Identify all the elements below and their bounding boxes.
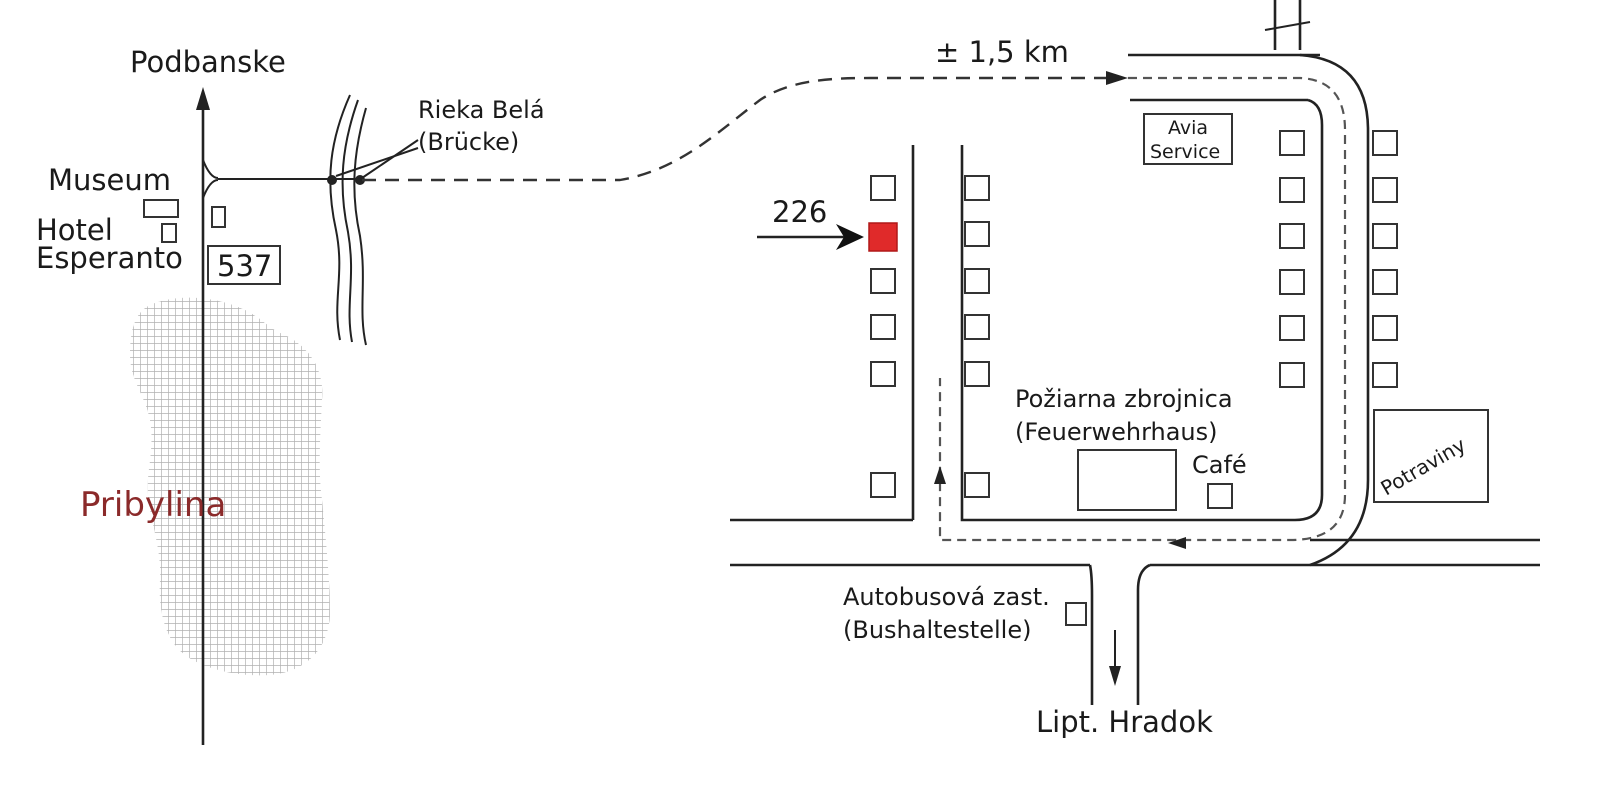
road-number: 537 — [217, 249, 272, 283]
grocery-building — [1373, 409, 1489, 503]
road-number-box — [207, 245, 281, 285]
avia-service-box — [1143, 113, 1233, 165]
route-arrow-icon — [934, 466, 946, 484]
label-hotel: Hotel — [36, 213, 113, 247]
house — [964, 175, 990, 201]
label-museum: Museum — [48, 163, 171, 197]
label-distance: ± 1,5 km — [935, 35, 1069, 69]
hotel-building — [161, 223, 177, 243]
house — [964, 268, 990, 294]
house — [1372, 223, 1398, 249]
label-cafe: Café — [1192, 451, 1247, 479]
house — [1372, 269, 1398, 295]
label-village: Pribylina — [80, 485, 226, 525]
house — [870, 268, 896, 294]
house — [870, 472, 896, 498]
route-arrow-icon — [1106, 71, 1128, 85]
label-avia-service: Service — [1150, 141, 1220, 163]
house — [870, 314, 896, 340]
label-fire-station: Požiarna zbrojnica — [1015, 385, 1233, 413]
house — [1372, 177, 1398, 203]
house — [1279, 177, 1305, 203]
bridge-pointer — [361, 139, 419, 179]
house — [964, 221, 990, 247]
house — [964, 314, 990, 340]
route-arrow-icon — [1168, 537, 1186, 549]
label-destination: Lipt. Hradok — [1036, 705, 1213, 739]
house — [1279, 130, 1305, 156]
house — [1279, 315, 1305, 341]
label-bus-stop: Autobusová zast. — [843, 583, 1050, 611]
house — [1372, 130, 1398, 156]
house — [1279, 269, 1305, 295]
label-podbanske: Podbanske — [130, 45, 286, 79]
bus-stop — [1065, 602, 1087, 626]
label-river: Rieka Belá — [418, 96, 545, 124]
cafe-building — [1207, 483, 1233, 509]
route-inside-village — [938, 76, 1347, 542]
house — [870, 361, 896, 387]
bridge-point — [327, 175, 337, 185]
label-avia: Avia — [1168, 117, 1208, 139]
target-arrow-icon — [836, 224, 864, 250]
street-south-right — [1136, 563, 1151, 705]
house — [870, 175, 896, 201]
label-fire-station-de: (Feuerwehrhaus) — [1015, 418, 1218, 446]
house — [1372, 315, 1398, 341]
house — [1279, 223, 1305, 249]
north-arrow-icon — [196, 87, 210, 110]
label-esperanto: Esperanto — [36, 241, 183, 275]
house — [964, 472, 990, 498]
target-house-226[interactable] — [868, 222, 898, 252]
label-target-number: 226 — [772, 195, 827, 229]
south-arrow-icon — [1109, 666, 1121, 686]
house — [964, 361, 990, 387]
house — [1372, 362, 1398, 388]
river-bela — [329, 94, 367, 346]
street-right-outer — [1299, 53, 1370, 567]
label-river-bridge: (Brücke) — [418, 128, 519, 156]
street-south-left — [730, 563, 1094, 705]
label-bus-stop-de: (Bushaltestelle) — [843, 616, 1031, 644]
bridge-pointer — [335, 147, 419, 177]
route-to-village — [362, 76, 1110, 182]
street-right-inner — [960, 98, 1324, 522]
village-area — [130, 297, 330, 676]
house — [1279, 362, 1305, 388]
fire-station-building — [1077, 449, 1177, 511]
roadside-building — [211, 206, 226, 228]
museum-building — [143, 199, 179, 218]
north-road-tick — [1264, 21, 1311, 31]
